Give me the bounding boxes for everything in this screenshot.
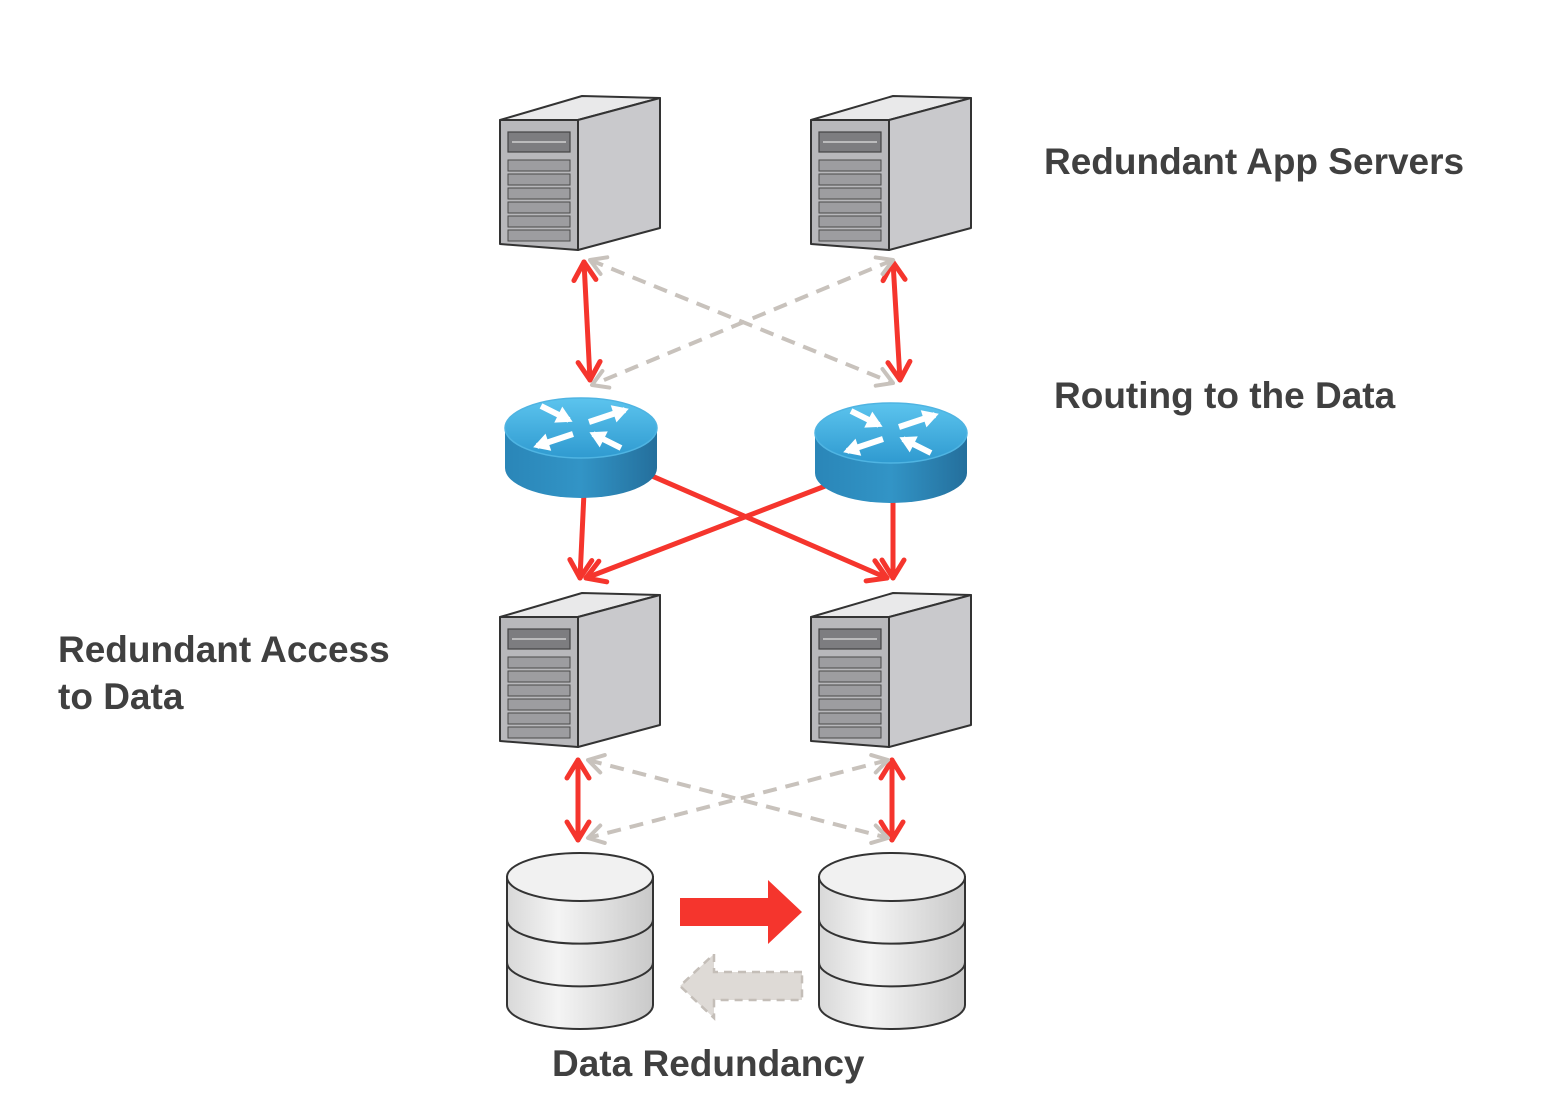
access-server-right-server-icon [810, 592, 972, 748]
links-layer [564, 255, 913, 845]
link-app-server-right-to-router-left [590, 255, 895, 390]
link-access-server-right-to-database-right [878, 757, 906, 843]
router-left-router-icon [504, 397, 658, 498]
redundant-access-label: Redundant Access to Data [58, 629, 390, 717]
nodes-layer [499, 95, 972, 1030]
router-right-router-icon [814, 402, 968, 503]
app-servers-label: Redundant App Servers [1044, 141, 1465, 182]
link-access-server-left-to-database-right [586, 753, 890, 845]
data-redundancy-label: Data Redundancy [552, 1043, 865, 1084]
database-left-database-icon [506, 852, 654, 1030]
app-server-left-server-icon [499, 95, 661, 251]
routing-label: Routing to the Data [1054, 375, 1396, 416]
replication-arrow-database-left-to-database-right [680, 880, 802, 944]
replication-layer [678, 880, 804, 1021]
link-access-server-left-to-database-left [564, 757, 592, 843]
database-right-database-icon [818, 852, 966, 1030]
link-app-server-right-to-router-right [880, 259, 913, 383]
link-access-server-right-to-database-left [586, 753, 890, 845]
access-server-left-server-icon [499, 592, 661, 748]
replication-arrow-database-right-to-database-left [678, 951, 804, 1021]
link-app-server-left-to-router-left [571, 259, 603, 383]
app-server-right-server-icon [810, 95, 972, 251]
